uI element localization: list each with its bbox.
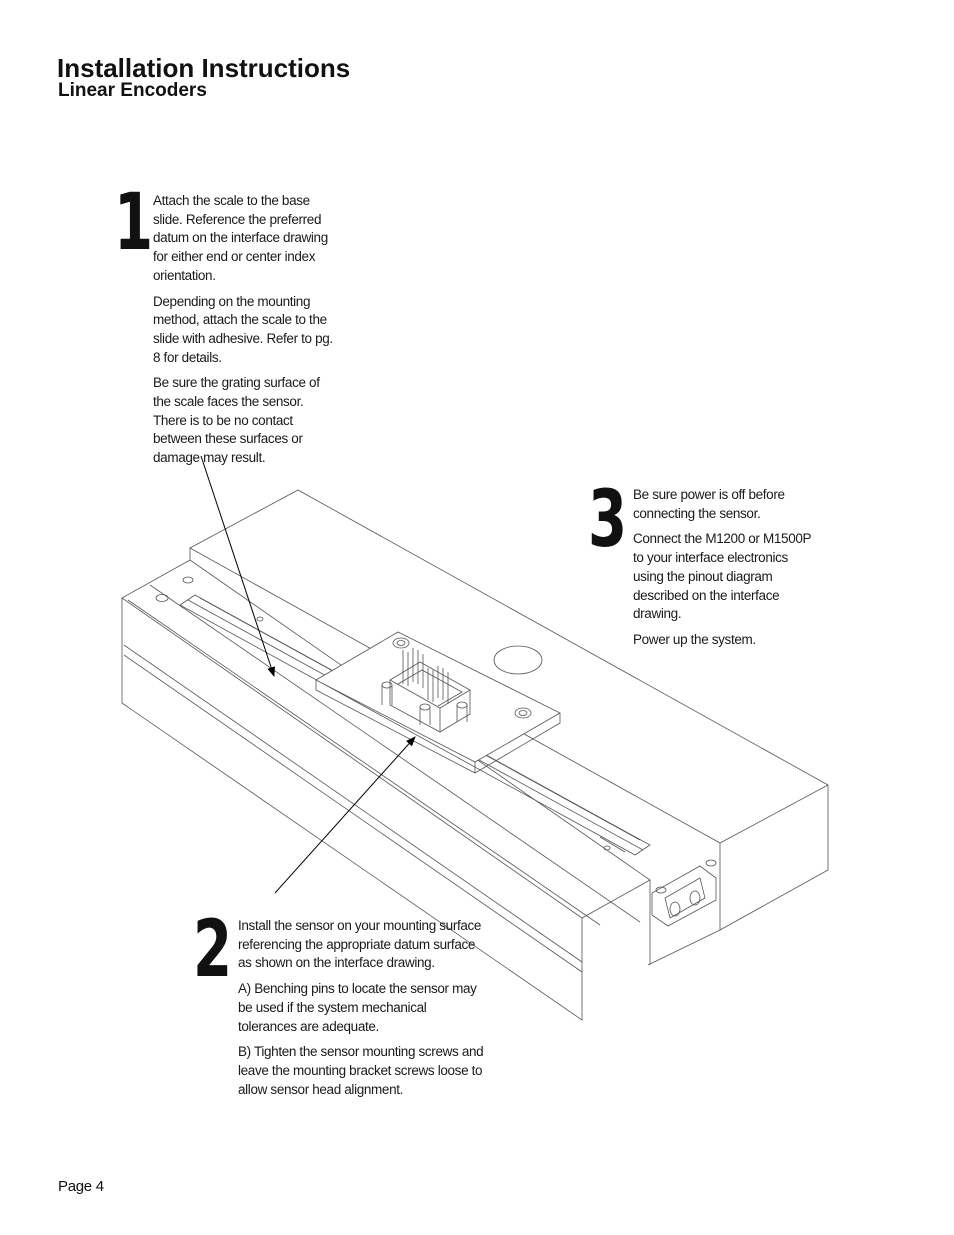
step-3-paragraph: Connect the M1200 or M1500P to your inte… — [633, 531, 811, 622]
page-number: Page 4 — [58, 1178, 104, 1195]
step-number-2: 2 — [193, 905, 232, 995]
step-2-paragraph: A) Benching pins to locate the sensor ma… — [238, 981, 477, 1034]
step-3-text: Be sure power is off before connecting t… — [633, 486, 813, 657]
page-subtitle: Linear Encoders — [58, 80, 207, 101]
step-1-paragraph: Attach the scale to the base slide. Refe… — [153, 193, 328, 283]
step-1-paragraph: Be sure the grating surface of the scale… — [153, 375, 320, 466]
step-3-paragraph: Power up the system. — [633, 631, 756, 647]
step-1-paragraph: Depending on the mounting method, attach… — [153, 293, 333, 365]
page-title: Installation Instructions — [57, 53, 351, 83]
step-2-paragraph: B) Tighten the sensor mounting screws an… — [238, 1044, 484, 1097]
step-2-text: Install the sensor on your mounting surf… — [238, 917, 488, 1106]
step-2-paragraph: Install the sensor on your mounting surf… — [238, 918, 482, 971]
step-number-1: 1 — [114, 178, 153, 268]
step-number-3: 3 — [588, 475, 627, 565]
step-3-paragraph: Be sure power is off before connecting t… — [633, 487, 785, 521]
step-1-text: Attach the scale to the base slide. Refe… — [153, 192, 333, 475]
